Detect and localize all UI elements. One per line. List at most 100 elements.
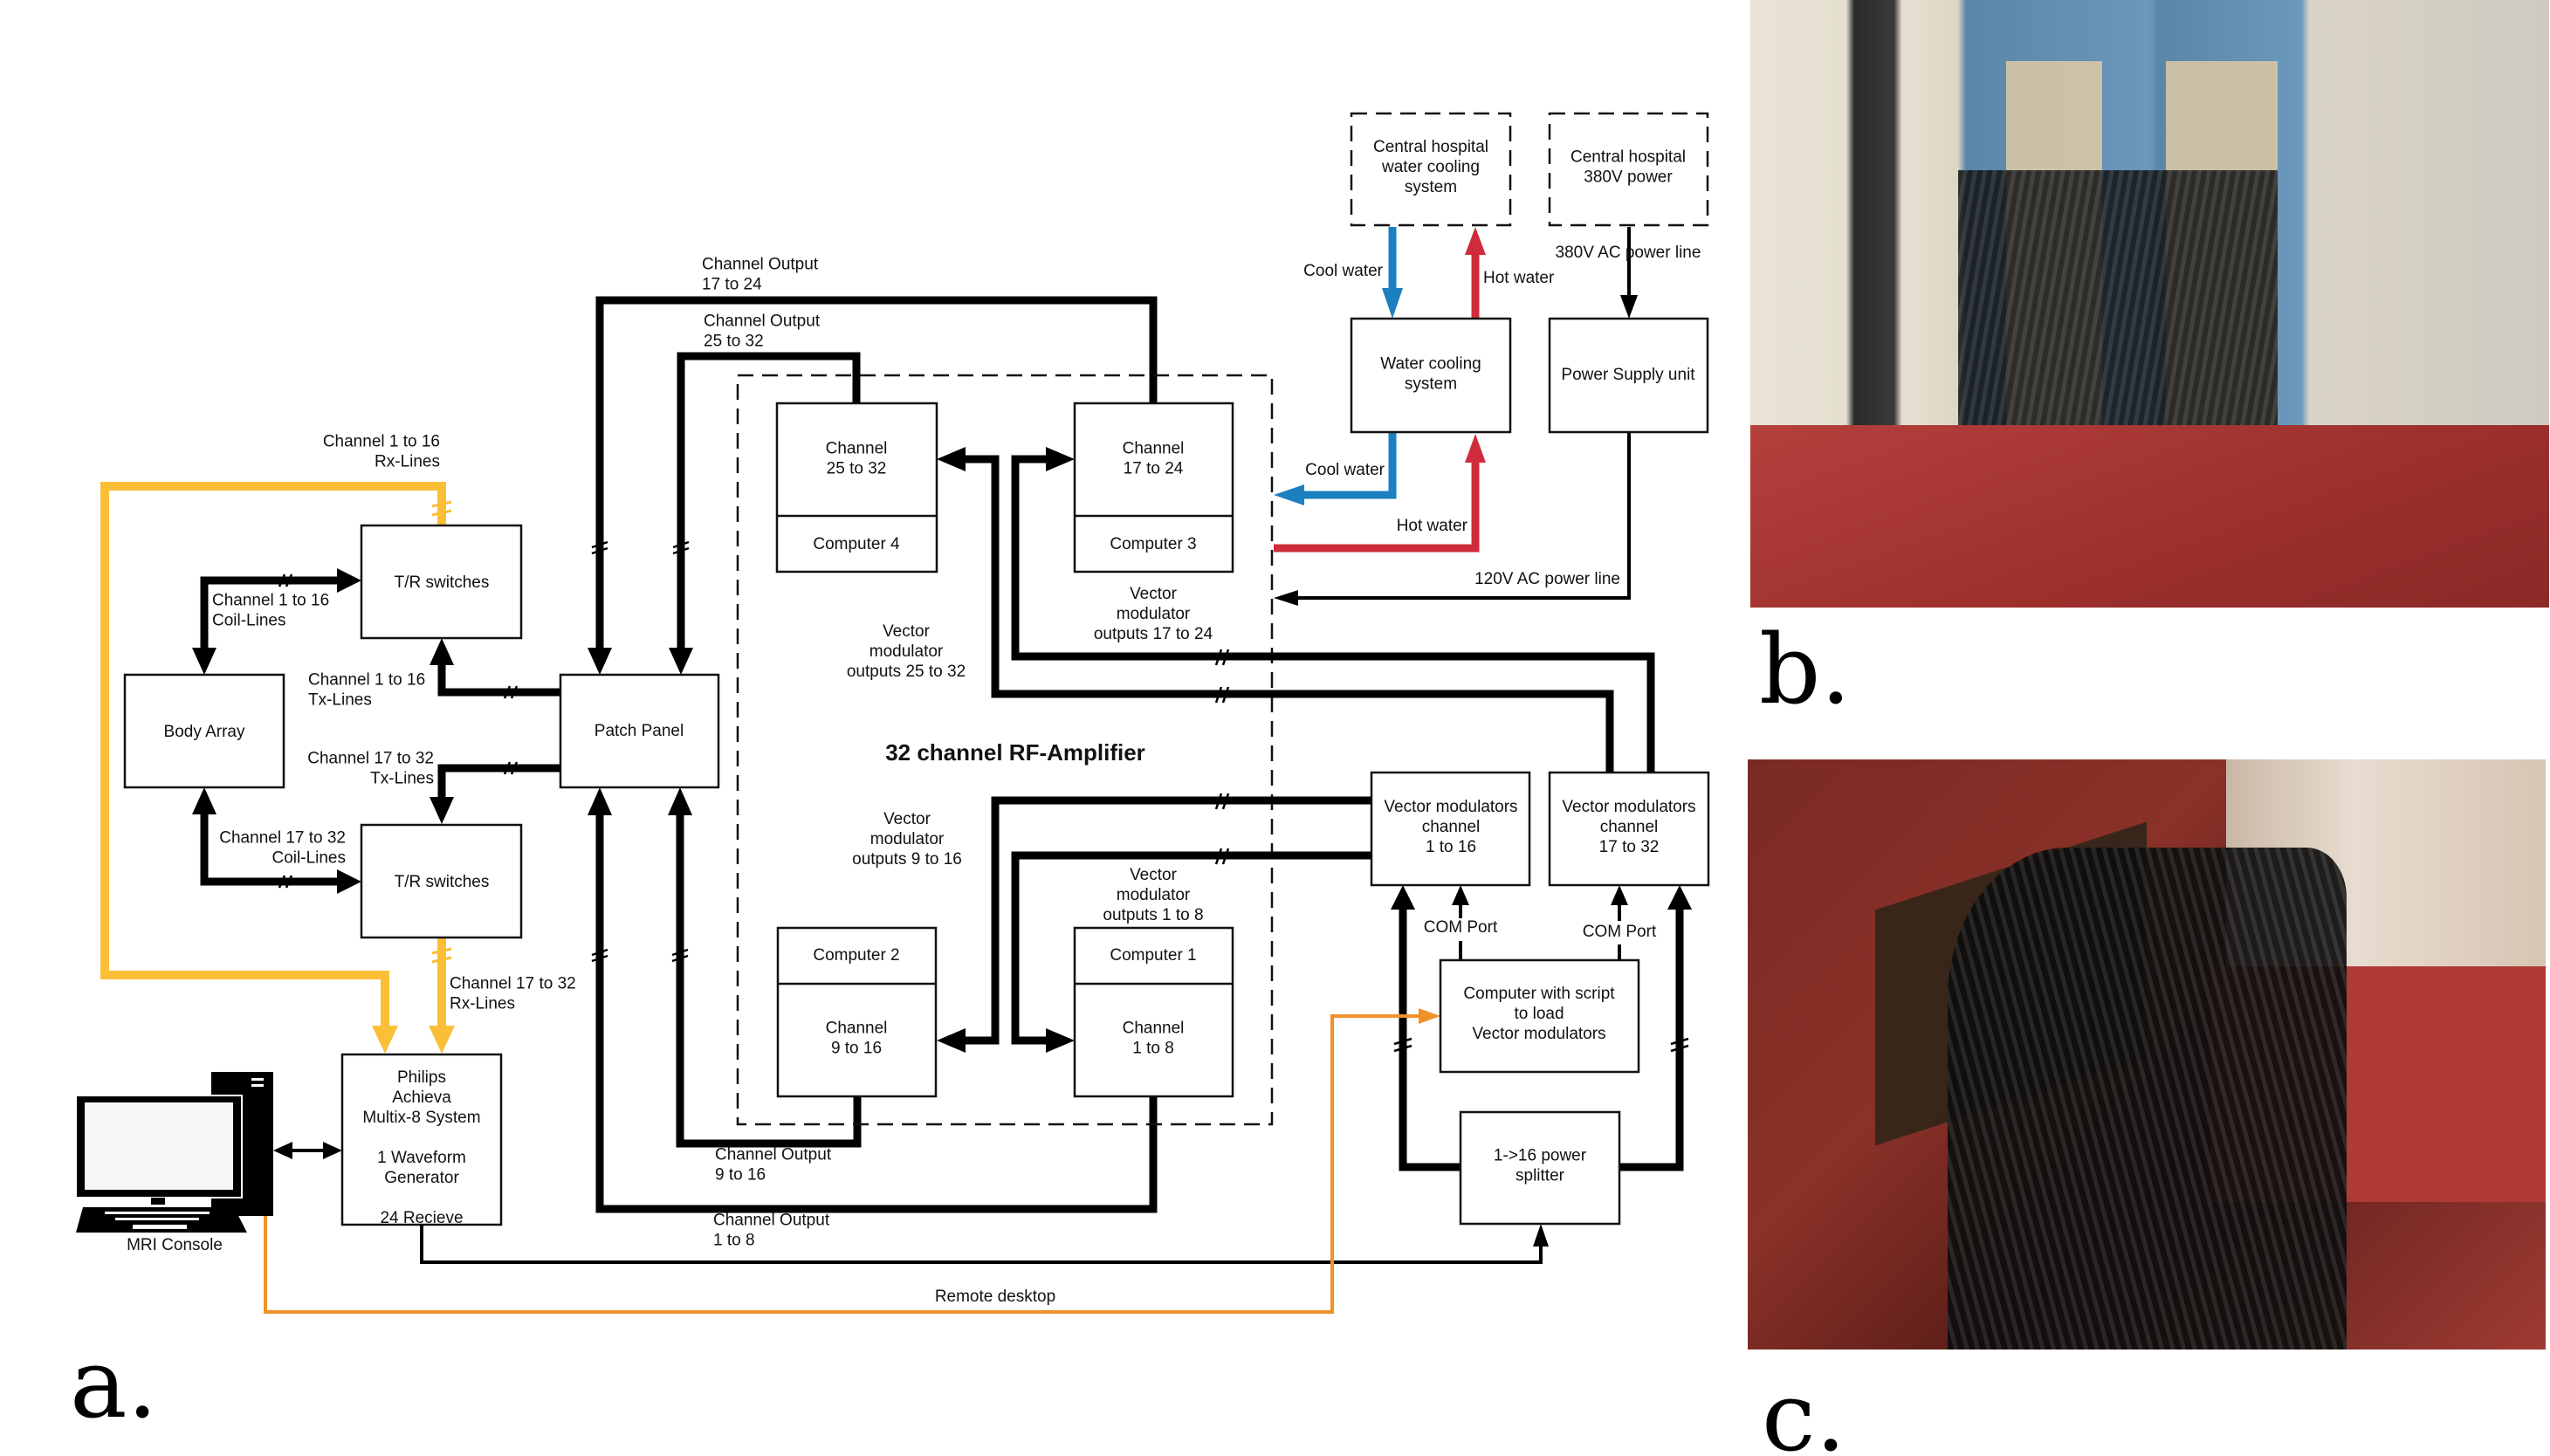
splitter-break-2 <box>1670 1037 1689 1053</box>
amp-computer-1-label: Computer 1 <box>1110 946 1196 965</box>
tx-break-mark-1 <box>503 685 519 699</box>
ac-380-label-line: 380V AC power line <box>1556 244 1701 262</box>
amp-box-1-8 <box>1073 926 1234 1098</box>
central-power-label-line: Central hospital <box>1571 148 1686 167</box>
philips-to-splitter-arrow <box>1533 1224 1549 1247</box>
hot-water-arrow-bottom <box>1465 434 1486 463</box>
coil-17-32-label-line: Coil-Lines <box>272 849 346 868</box>
tx-1-16-label-line: Tx-Lines <box>308 691 372 710</box>
body-array-box <box>123 673 285 789</box>
vm-line-9-16 <box>964 796 1371 1045</box>
keyboard-spacebar <box>133 1225 187 1229</box>
patch-panel-box <box>559 673 720 789</box>
hot-water-top-label: Hot water <box>1483 269 1555 287</box>
tx-arrow-1-16 <box>430 638 454 665</box>
hot-water-bottom-label-line: Hot water <box>1397 517 1468 535</box>
vm-out-1-8-label-line: outputs 1 to 8 <box>1103 906 1203 924</box>
amp-computer-4-label: Computer 4 <box>813 535 900 553</box>
vm-arrow-25-32 <box>937 447 966 471</box>
central-water-label-line: water cooling <box>1381 158 1480 176</box>
rx-arrow-17-32 <box>429 1026 455 1054</box>
central-water-box <box>1350 112 1512 227</box>
splitter-to-vm1 <box>1399 908 1461 1171</box>
out-25-32-label-line: Channel Output <box>704 312 821 331</box>
philips-box <box>340 1053 503 1226</box>
tx-lines <box>430 638 560 824</box>
tr-switches-1-label: T/R switches <box>395 573 490 592</box>
mri-console-label: MRI Console <box>127 1236 223 1254</box>
out-arrow-9-16 <box>668 787 692 815</box>
hot-water-line-bottom <box>1274 461 1480 553</box>
vm-arrow-9-16 <box>937 1028 966 1053</box>
com-port-1-label-line: COM Port <box>1424 918 1498 937</box>
splitter-to-vm2 <box>1619 908 1684 1171</box>
vm-17-32-label-line: Vector modulators <box>1562 798 1695 816</box>
photo-amplifier-racks <box>1750 0 2549 608</box>
coil-line-17-32 <box>200 812 340 886</box>
vm-line-25-32 <box>964 455 1614 773</box>
out-arrow-25-32 <box>669 648 693 675</box>
vm-1-16-label-line: channel <box>1422 818 1481 836</box>
power-splitter-label-line: splitter <box>1516 1167 1565 1185</box>
coil-lines <box>192 568 361 894</box>
vm-line-17-24 <box>1011 455 1655 773</box>
cool-water-bottom-label-line: Cool water <box>1305 461 1385 479</box>
vm-out-1-8-label-line: Vector <box>1130 866 1178 884</box>
photo-patch-panel <box>1748 759 2546 1350</box>
com-port-2-label: COM Port <box>1583 923 1657 941</box>
console-arrow-left <box>273 1142 292 1159</box>
tx-arrow-17-32 <box>430 797 454 824</box>
coil-arrow-to-tr1 <box>337 568 361 593</box>
vm-line-1-8 <box>1011 851 1371 1045</box>
power-supply-label-line: Power Supply unit <box>1561 366 1695 384</box>
coil-line-1-16 <box>200 576 340 650</box>
vm-computer-box <box>1439 958 1640 1074</box>
vm-out-17-24-label-line: modulator <box>1117 605 1191 623</box>
vm-break-4 <box>1214 848 1230 865</box>
cool-water-bottom-label: Cool water <box>1305 461 1385 479</box>
channel-output-lines <box>588 296 1158 1213</box>
cool-water-arrow-top <box>1382 288 1403 319</box>
tower-slot-1 <box>251 1078 264 1081</box>
amp-box-17-24 <box>1073 402 1234 573</box>
amp-ch-17-24-label-line: 17 to 24 <box>1124 460 1184 478</box>
cool-water-line-bottom <box>1301 432 1397 499</box>
rx-17-32-label-line: Rx-Lines <box>450 995 515 1013</box>
splitter-arrow-vm1 <box>1391 885 1415 910</box>
vm-computer-label-line: Vector modulators <box>1472 1025 1605 1043</box>
philips-label-line: Philips <box>397 1068 446 1087</box>
water-cooling-label-line: Water cooling <box>1380 355 1481 374</box>
out-arrow-17-24 <box>588 648 612 675</box>
central-water-label-line: system <box>1405 178 1457 196</box>
out-1-8-label-line: Channel Output <box>713 1212 830 1230</box>
tx-17-32-label-line: Tx-Lines <box>370 770 434 788</box>
amp-computer-2-label-line: Computer 2 <box>813 946 899 965</box>
amp-computer-2-label: Computer 2 <box>813 946 899 965</box>
amp-ch-25-32-label-line: Channel <box>826 440 888 458</box>
out-break-3 <box>591 948 608 963</box>
remote-desktop-arrow <box>1419 1008 1440 1024</box>
amp-ch-17-24-label-line: Channel <box>1123 440 1185 458</box>
vm-computer-label-line: to load <box>1514 1005 1564 1023</box>
amp-box-9-16 <box>776 926 938 1098</box>
power-splitter-label-line: 1->16 power <box>1494 1147 1587 1165</box>
out-line-17-24 <box>595 296 1158 650</box>
central-power-label-line: 380V power <box>1584 168 1673 187</box>
panel-label-b: b. <box>1759 614 1852 725</box>
amp-computer-1-label-line: Computer 1 <box>1110 946 1196 965</box>
out-25-32-label-line: 25 to 32 <box>704 333 764 351</box>
vm-computer-label-line: Computer with script <box>1463 985 1615 1003</box>
vm-break-2 <box>1214 686 1230 704</box>
monitor-screen <box>85 1102 233 1190</box>
rx-break-mark-1 <box>431 500 452 517</box>
hot-water-arrow-top <box>1465 227 1486 255</box>
